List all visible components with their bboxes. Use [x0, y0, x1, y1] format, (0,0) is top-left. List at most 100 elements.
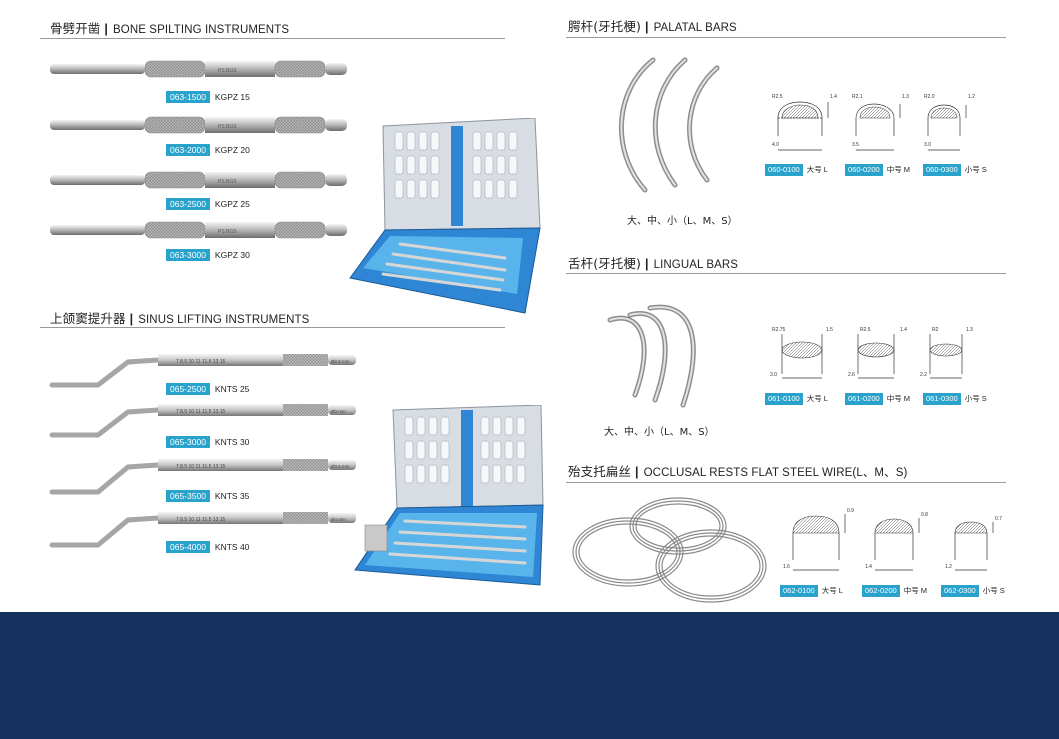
sinus-instruments-drawing: 7 8.5 10 11 11.5 13 15 Ø2.5 mm 7 8.5 10 … [49, 354, 356, 548]
svg-text:0.7: 0.7 [995, 516, 1002, 522]
palatal-section-title: 腭杆(牙托梗)|PALATAL BARS [568, 19, 737, 34]
bone-section-title: 骨劈开凿|BONE SPILTING INSTRUMENTS [50, 21, 290, 36]
product-name: KGPZ 25 [214, 198, 250, 209]
svg-text:PS BGS: PS BGS [218, 229, 237, 235]
occlusal-section-l [792, 515, 840, 534]
svg-text:PS BGS: PS BGS [218, 179, 237, 185]
svg-text:1.3: 1.3 [902, 94, 909, 100]
palatal-bars-drawing [618, 57, 720, 193]
occlusal-divider [566, 482, 1006, 483]
svg-text:7 8.5 10 11 11.5 13 15: 7 8.5 10 11 11.5 13 15 [176, 464, 226, 470]
svg-text:PS BGS: PS BGS [218, 124, 237, 130]
svg-text:0.8: 0.8 [921, 512, 928, 518]
svg-text:R2.1: R2.1 [852, 94, 863, 100]
svg-text:Ø3.5 mm: Ø3.5 mm [331, 464, 350, 469]
svg-text:R2.5: R2.5 [860, 327, 871, 333]
palatal-size-caption: 大、中、小（L、M、S） [627, 216, 738, 227]
sinus-item-4-label: 065-4000 KNTS 40 [166, 540, 249, 553]
lingual-title-zh: 舌杆(牙托梗) [568, 256, 641, 271]
product-size: 中号 M [886, 165, 911, 174]
product-code: 062-0100 [780, 584, 818, 597]
product-code: 061-0200 [845, 392, 883, 405]
occlusal-section-s [954, 521, 988, 534]
lingual-bars-drawing [607, 304, 696, 408]
palatal-section-s [927, 104, 967, 151]
product-code: 062-0300 [941, 584, 979, 597]
bone-title-en: BONE SPILTING INSTRUMENTS [113, 24, 290, 36]
svg-text:Ø4 mm: Ø4 mm [331, 517, 346, 522]
palatal-divider [566, 37, 1006, 38]
product-size: 大号 L [806, 394, 828, 403]
product-name: KNTS 25 [214, 383, 250, 394]
product-name: KNTS 35 [214, 490, 250, 501]
svg-text:1.2: 1.2 [968, 94, 975, 100]
svg-text:1.2: 1.2 [945, 564, 952, 570]
palatal-title-zh: 腭杆(牙托梗) [568, 19, 641, 34]
svg-text:1.4: 1.4 [900, 327, 907, 333]
occlusal-title-en: OCCLUSAL RESTS FLAT STEEL WIRE(L、M、S) [643, 467, 908, 479]
palatal-title-en: PALATAL BARS [653, 22, 737, 34]
product-name: KGPZ 30 [214, 249, 250, 260]
sinus-sterilization-tray [354, 405, 544, 586]
lingual-divider [566, 273, 1006, 274]
product-code: 061-0300 [923, 392, 961, 405]
product-name: KNTS 40 [214, 541, 250, 552]
occlusal-wire-coils [572, 497, 767, 603]
product-size: 大号 L [806, 165, 828, 174]
svg-text:PS BGS: PS BGS [218, 68, 237, 74]
svg-text:Ø2.5 mm: Ø2.5 mm [331, 359, 350, 364]
lingual-size-caption: 大、中、小（L、M、S） [604, 427, 715, 438]
sinus-section-title: 上颌窦提升器|SINUS LIFTING INSTRUMENTS [50, 311, 310, 326]
occlusal-section-m [874, 518, 914, 534]
lingual-cross-sections: R2.75 3.0 1.5 R2.5 2.6 1.4 R2 2.2 1.3 [770, 327, 973, 379]
sinus-item-2-label: 065-3000 KNTS 30 [166, 435, 249, 448]
product-size: 中号 M [903, 586, 928, 595]
bone-instrument-1: PS BGS [50, 60, 347, 78]
product-code: 065-3000 [166, 435, 210, 448]
svg-text:1.5: 1.5 [826, 327, 833, 333]
svg-text:4.0: 4.0 [772, 142, 779, 148]
lingual-section-l [781, 341, 823, 359]
sinus-instrument-1: 7 8.5 10 11 11.5 13 15 Ø2.5 mm [49, 354, 356, 388]
svg-text:1.6: 1.6 [783, 564, 790, 570]
product-name: KNTS 30 [214, 436, 250, 447]
occlusal-cross-sections: 1.6 0.9 1.4 0.8 1.2 0.7 [783, 508, 1002, 571]
svg-text:1.4: 1.4 [830, 94, 837, 100]
bone-instrument-2: PS BGS [50, 116, 347, 134]
svg-text:1.3: 1.3 [966, 327, 973, 333]
product-code: 063-2500 [166, 197, 210, 210]
bone-sterilization-tray [349, 118, 541, 314]
bone-instruments-drawing: PS BGS PS BGS PS BGS PS BGS [50, 60, 347, 239]
product-code: 060-0100 [765, 163, 803, 176]
svg-text:Ø3 mm: Ø3 mm [331, 409, 346, 414]
product-size: 小号 S [964, 165, 987, 174]
bone-title-zh: 骨劈开凿 [50, 21, 101, 36]
product-name: KGPZ 15 [214, 91, 250, 102]
palatal-cross-sections: R2.5 4.0 1.4 R2.1 3.5 1.3 R2.0 3.0 1.2 [772, 94, 975, 151]
lingual-title-en: LINGUAL BARS [653, 259, 739, 271]
product-name: KGPZ 20 [214, 144, 250, 155]
product-code: 065-4000 [166, 540, 210, 553]
product-code: 061-0100 [765, 392, 803, 405]
product-size: 小号 S [964, 394, 987, 403]
svg-text:0.9: 0.9 [847, 508, 854, 514]
sinus-divider [40, 327, 505, 328]
product-code: 065-3500 [166, 489, 210, 502]
svg-text:1.4: 1.4 [865, 564, 872, 570]
sinus-item-3-label: 065-3500 KNTS 35 [166, 489, 249, 502]
svg-text:2.6: 2.6 [848, 372, 855, 378]
sinus-instrument-2: 7 8.5 10 11 11.5 13 15 Ø3 mm [49, 404, 356, 438]
sinus-title-en: SINUS LIFTING INSTRUMENTS [138, 314, 310, 326]
svg-text:R2.0: R2.0 [924, 94, 935, 100]
